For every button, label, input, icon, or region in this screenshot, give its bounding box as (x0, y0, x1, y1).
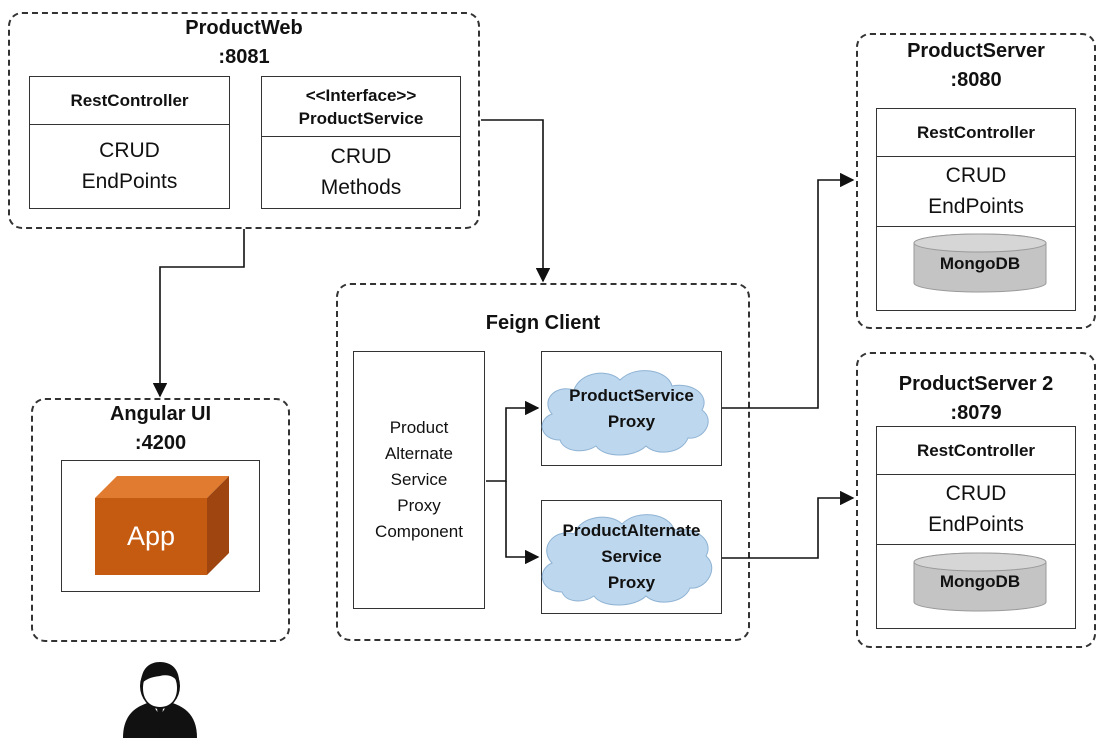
productserver2-group: ProductServer 2 :8079 (856, 352, 1096, 648)
angular-ui-group: Angular UI :4200 (31, 398, 290, 642)
component-label: Product Alternate Service Proxy Componen… (375, 418, 463, 541)
database-icon (913, 552, 1047, 612)
connector-component-to-alternate (505, 481, 540, 565)
connector-productweb-to-angular (152, 229, 245, 398)
alternate-proxy-component-box: Product Alternate Service Proxy Componen… (353, 351, 485, 609)
feign-client-title: Feign Client (485, 312, 601, 334)
database-icon (913, 233, 1047, 293)
restcontroller-header: RestController (877, 427, 1075, 475)
user-icon (123, 662, 197, 738)
connector-component-to-proxies (486, 400, 540, 482)
productserver-group: ProductServer :8080 (856, 33, 1096, 329)
connector-proxy-to-productserver (722, 172, 855, 409)
restcontroller-body: CRUD EndPoints (877, 474, 1075, 545)
productservice-interface-box: <<Interface>> ProductService CRUD Method… (261, 76, 461, 209)
connector-productservice-to-feign (481, 119, 551, 283)
cloud-icon (541, 370, 709, 456)
app-cube-icon (95, 476, 229, 575)
productweb-restcontroller-box: RestController CRUD EndPoints (29, 76, 230, 209)
productalternate-proxy-label: ProductAlternate Service Proxy (562, 521, 701, 592)
productservice-header: <<Interface>> ProductService (262, 77, 460, 137)
productweb-group: ProductWeb :8081 (8, 12, 480, 229)
productservice-proxy-label: ProductService Proxy (569, 386, 694, 431)
productweb-title: ProductWeb :8081 (185, 17, 303, 68)
restcontroller-header: RestController (877, 109, 1075, 157)
mongodb-label: MongoDB (939, 572, 1021, 591)
restcontroller-body: CRUD EndPoints (81, 139, 178, 193)
restcontroller-body: CRUD EndPoints (877, 156, 1075, 227)
feign-client-group: Feign Client (336, 283, 750, 641)
productserver-title: ProductServer :8080 (907, 40, 1045, 91)
angular-ui-title: Angular UI :4200 (109, 403, 212, 454)
restcontroller-header: RestController (30, 77, 229, 125)
cloud-icon (541, 514, 713, 606)
mongodb-label: MongoDB (939, 254, 1021, 273)
connector-alternate-to-productserver2 (722, 490, 855, 559)
app-label: App (126, 521, 176, 551)
productserver2-title: ProductServer 2 :8079 (898, 373, 1054, 424)
productservice-body: CRUD Methods (320, 145, 402, 199)
